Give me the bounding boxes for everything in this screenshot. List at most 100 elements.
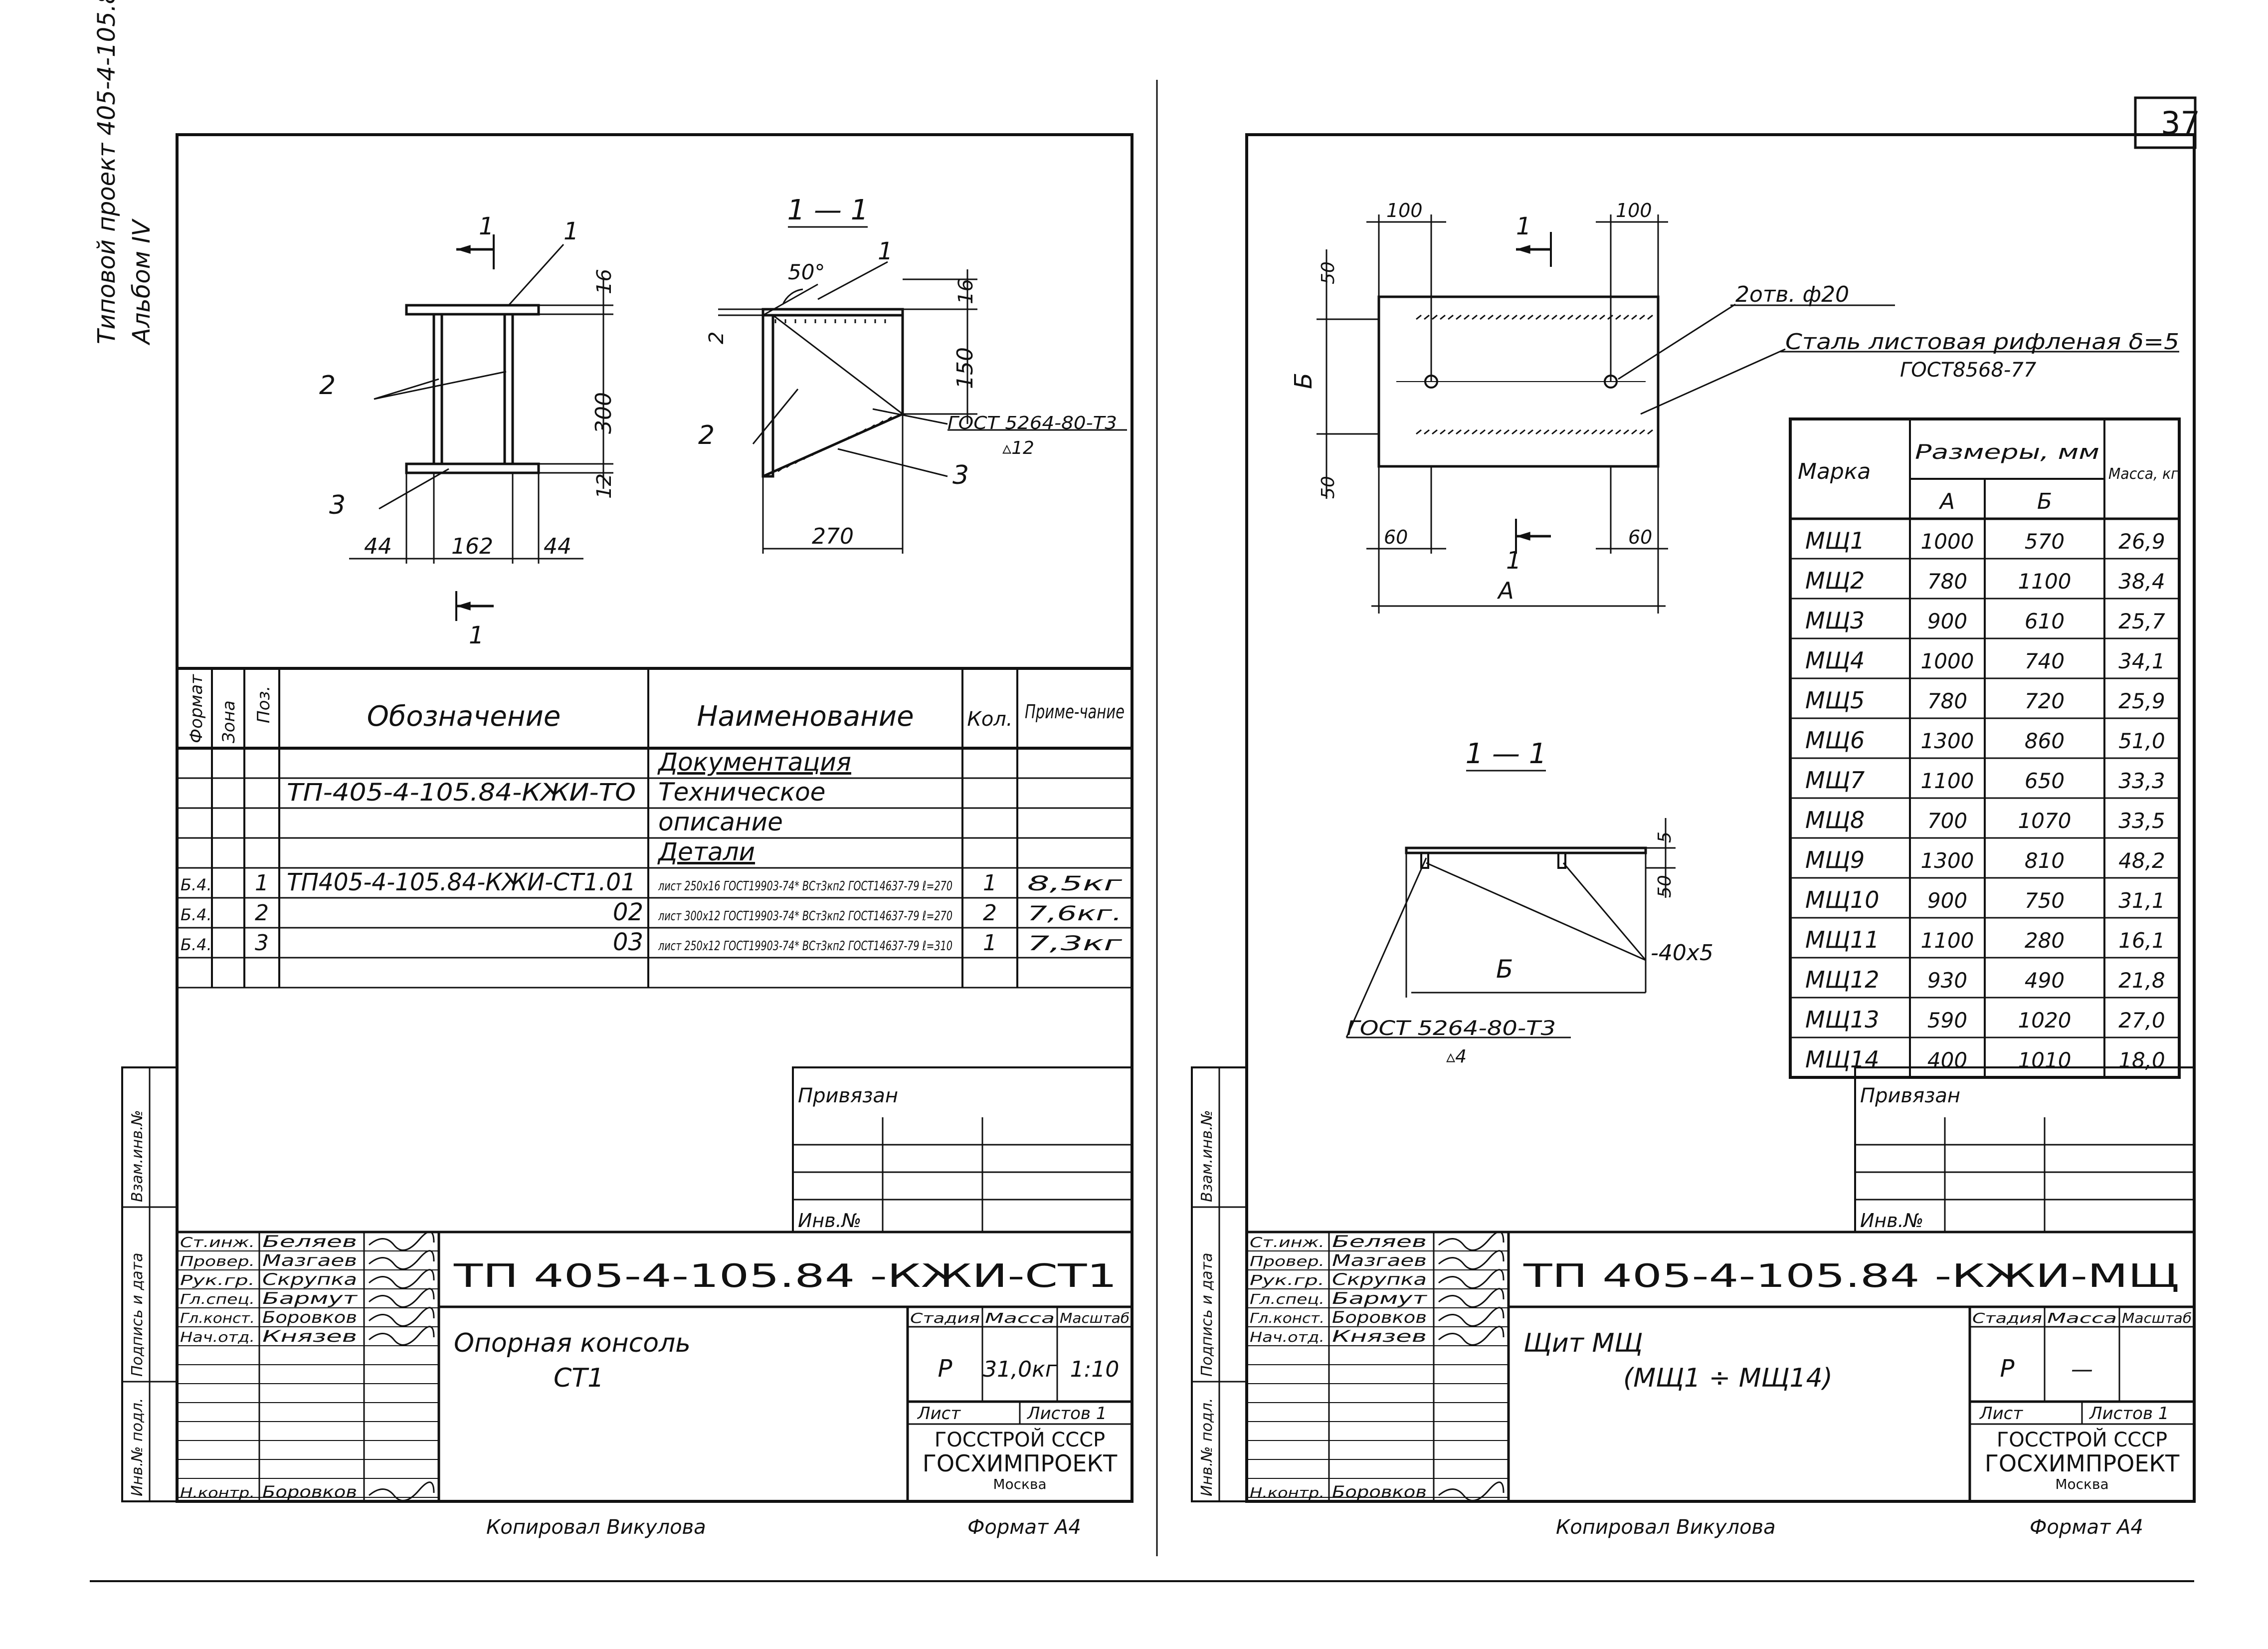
city-label: Москва [2055,1476,2108,1492]
tread [1623,314,1629,320]
dim-left: 44 [364,534,392,559]
section-pos1: 1 [878,237,893,265]
tread [1575,314,1581,320]
tread [1456,429,1462,435]
col-mass: Масса, кг [2108,465,2178,483]
signature-icon [1438,1250,1505,1270]
mass-label: Масса [2047,1310,2117,1326]
row-name: лист 250x12 ГОСТ19903-74* ВСт3кп2 ГОСТ14… [658,939,952,954]
hatch [828,444,833,448]
col-zone: Зона [219,700,239,743]
tread [1464,429,1470,435]
tread [1496,314,1502,320]
row-name: Техническое [658,778,825,807]
row-a: 1300 [1921,848,1974,873]
tread [1519,314,1525,320]
col-format: Формат [187,674,206,743]
row-a: 700 [1927,809,1967,833]
angle-right [1557,852,1566,869]
stamp-inv-orig: Инв.№ подл. [129,1398,146,1496]
tread [1575,429,1581,435]
city-label: Москва [993,1476,1046,1492]
tread [1504,314,1510,320]
dim-A: А [1497,577,1513,604]
tread [1416,314,1422,320]
row-b: 1020 [2018,1008,2072,1032]
mass-value: 31,0кг [983,1357,1057,1382]
stage-label: Стадия [910,1310,980,1326]
weld-size: ▵12 [1002,438,1034,458]
tread [1424,429,1430,435]
role-name: Мазгаев [262,1251,357,1270]
tread [1639,314,1645,320]
dim-angle: 50° [788,260,825,284]
role-label: Гл.конст. [1250,1310,1324,1326]
signature-icon [369,1481,435,1501]
hatch [845,436,850,440]
role-name: Бармут [262,1289,358,1308]
right-sheet-frame [1245,133,2196,1503]
row-b: 490 [2025,968,2065,993]
org-goskhimproekt: ГОСХИМПРОЕКТ [1985,1450,2180,1477]
row-mass: 16,1 [2118,928,2165,953]
hatch [862,428,867,432]
row-mark: МЩ10 [1805,886,1880,913]
tread [1448,429,1454,435]
angle-arc [782,288,803,305]
row-pos: 2 [255,900,269,926]
signature-icon [1438,1231,1505,1251]
tread [1567,314,1573,320]
scale-value: 1:10 [1070,1357,1120,1382]
row-mark: МЩ2 [1805,567,1865,594]
tread [1567,429,1573,435]
role-label: Н.контр. [180,1484,255,1501]
stage-label: Стадия [1972,1310,2042,1326]
leader [1345,857,1427,1038]
tread [1543,314,1549,320]
role-label: Ст.инж. [180,1234,255,1250]
leader [374,378,439,400]
row-b: 280 [2025,928,2065,953]
row-mass: 33,5 [2118,809,2165,833]
tread [1599,429,1605,435]
role-label: Провер. [180,1253,255,1269]
col-pos: Поз. [254,686,274,723]
row-a: 780 [1927,569,1967,594]
row-a: 930 [1927,968,1967,993]
mass-label: Масса [985,1310,1055,1326]
row-qty: 2 [983,900,997,926]
row-a: 1100 [1921,769,1974,793]
leader [752,389,799,444]
dim-B: Б [1290,373,1318,389]
hatch [803,456,807,460]
stamp-inv-orig: Инв.№ подл. [1198,1398,1216,1496]
row-designation: ТП-405-4-105.84-КЖИ-ТО [287,779,636,807]
row-designation: 03 [613,928,643,956]
dim-60-left: 60 [1384,526,1408,548]
dim-web: 300 [591,392,616,434]
role-name: Беляев [262,1232,357,1251]
row-mark: МЩ8 [1805,807,1865,833]
steel-gost: ГОСТ8568-77 [1900,359,2037,382]
row-b: 610 [2025,609,2065,633]
tread [1647,314,1653,320]
gusset-edge [762,412,904,478]
tread [1631,314,1637,320]
row-format: Б.4. [181,935,212,954]
signature-icon [1438,1269,1505,1289]
tread [1464,314,1470,320]
role-name: Скрупка [262,1270,357,1289]
tread [1512,314,1517,320]
row-b: 740 [2025,649,2065,673]
role-name: Скрупка [1332,1270,1427,1289]
arrow-head [456,602,471,611]
tread [1448,314,1454,320]
arrow-head [456,245,471,254]
row-a: 1100 [1921,928,1974,953]
col-mark: Марка [1798,459,1871,484]
row-a: 900 [1927,609,1967,633]
tread [1472,429,1478,435]
drawing-code: ТП 405-4-105.84 -КЖИ-СТ1 [453,1258,1117,1295]
tread [1440,429,1446,435]
col-note: Приме-чание [1025,701,1125,723]
